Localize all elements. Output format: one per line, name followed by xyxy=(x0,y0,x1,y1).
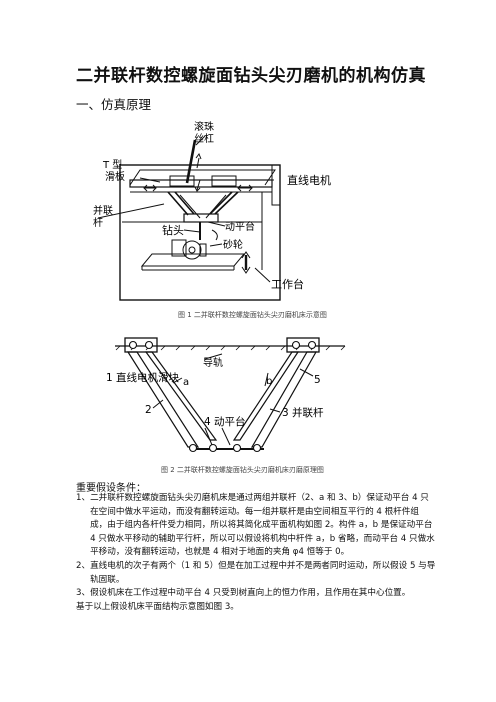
label-drill: 钻头 xyxy=(162,223,184,237)
assumption-item: 2、 直线电机的次子有两个（1 和 5）但是在加工过程中并不是两者同时运动，所以… xyxy=(76,560,436,587)
label-t-slide-2: 滑板 xyxy=(105,170,125,183)
assumption-item: 1、 二并联杆数控螺旋面钻头尖刃磨机床是通过两组并联杆（2、a 和 3、b）保证… xyxy=(76,492,436,560)
item-number: 1、 xyxy=(76,493,91,503)
label-parallel-rod-2: 杆 xyxy=(93,217,103,229)
item-text: 二并联杆数控螺旋面钻头尖刃磨机床是通过两组并联杆（2、a 和 3、b）保证动平台… xyxy=(90,493,435,558)
item-number: 3、 xyxy=(76,588,91,599)
label-t-slide-1: T 型 xyxy=(102,158,122,171)
assumption-item: 3、 假设机床在工作过程中动平台 4 只受到树直向上的恒力作用，且作用在其中心位… xyxy=(76,587,436,601)
label-parallel-rod-1: 并联 xyxy=(93,204,113,217)
item-text: 假设机床在工作过程中动平台 4 只受到树直向上的恒力作用，且作用在其中心位置。 xyxy=(90,588,411,599)
label-moving-platform: 动平台 xyxy=(225,220,255,233)
page-title: 二并联杆数控螺旋面钻头尖刃磨机的机构仿真 xyxy=(76,66,426,86)
conclusion-text: 基于以上假设机床平面结构示意图如图 3。 xyxy=(76,601,239,612)
label-ball-screw-1: 滚珠 xyxy=(194,120,214,133)
label-ball-screw-2: 丝杠 xyxy=(194,132,214,145)
figure-1-caption: 图 1 二并联杆数控螺旋面钻头尖刃磨机床示意图 xyxy=(178,311,327,319)
label-worktable: 工作台 xyxy=(271,277,304,291)
label-grinding-wheel: 砂轮 xyxy=(223,238,243,251)
item-number: 2、 xyxy=(76,560,91,571)
section-heading: 一、仿真原理 xyxy=(76,97,152,112)
label-linear-motor: 直线电机 xyxy=(287,173,331,187)
item-text: 直线电机的次子有两个（1 和 5）但是在加工过程中并不是两者同时运动，所以假设 … xyxy=(90,560,436,585)
figure-2-caption: 图 2 二并联杆数控螺旋面钻头尖刃磨机床刃磨原理图 xyxy=(161,466,324,474)
assumptions-heading: 重要假设条件： xyxy=(76,483,146,494)
assumption-list: 1、 二并联杆数控螺旋面钻头尖刃磨机床是通过两组并联杆（2、a 和 3、b）保证… xyxy=(76,492,436,614)
